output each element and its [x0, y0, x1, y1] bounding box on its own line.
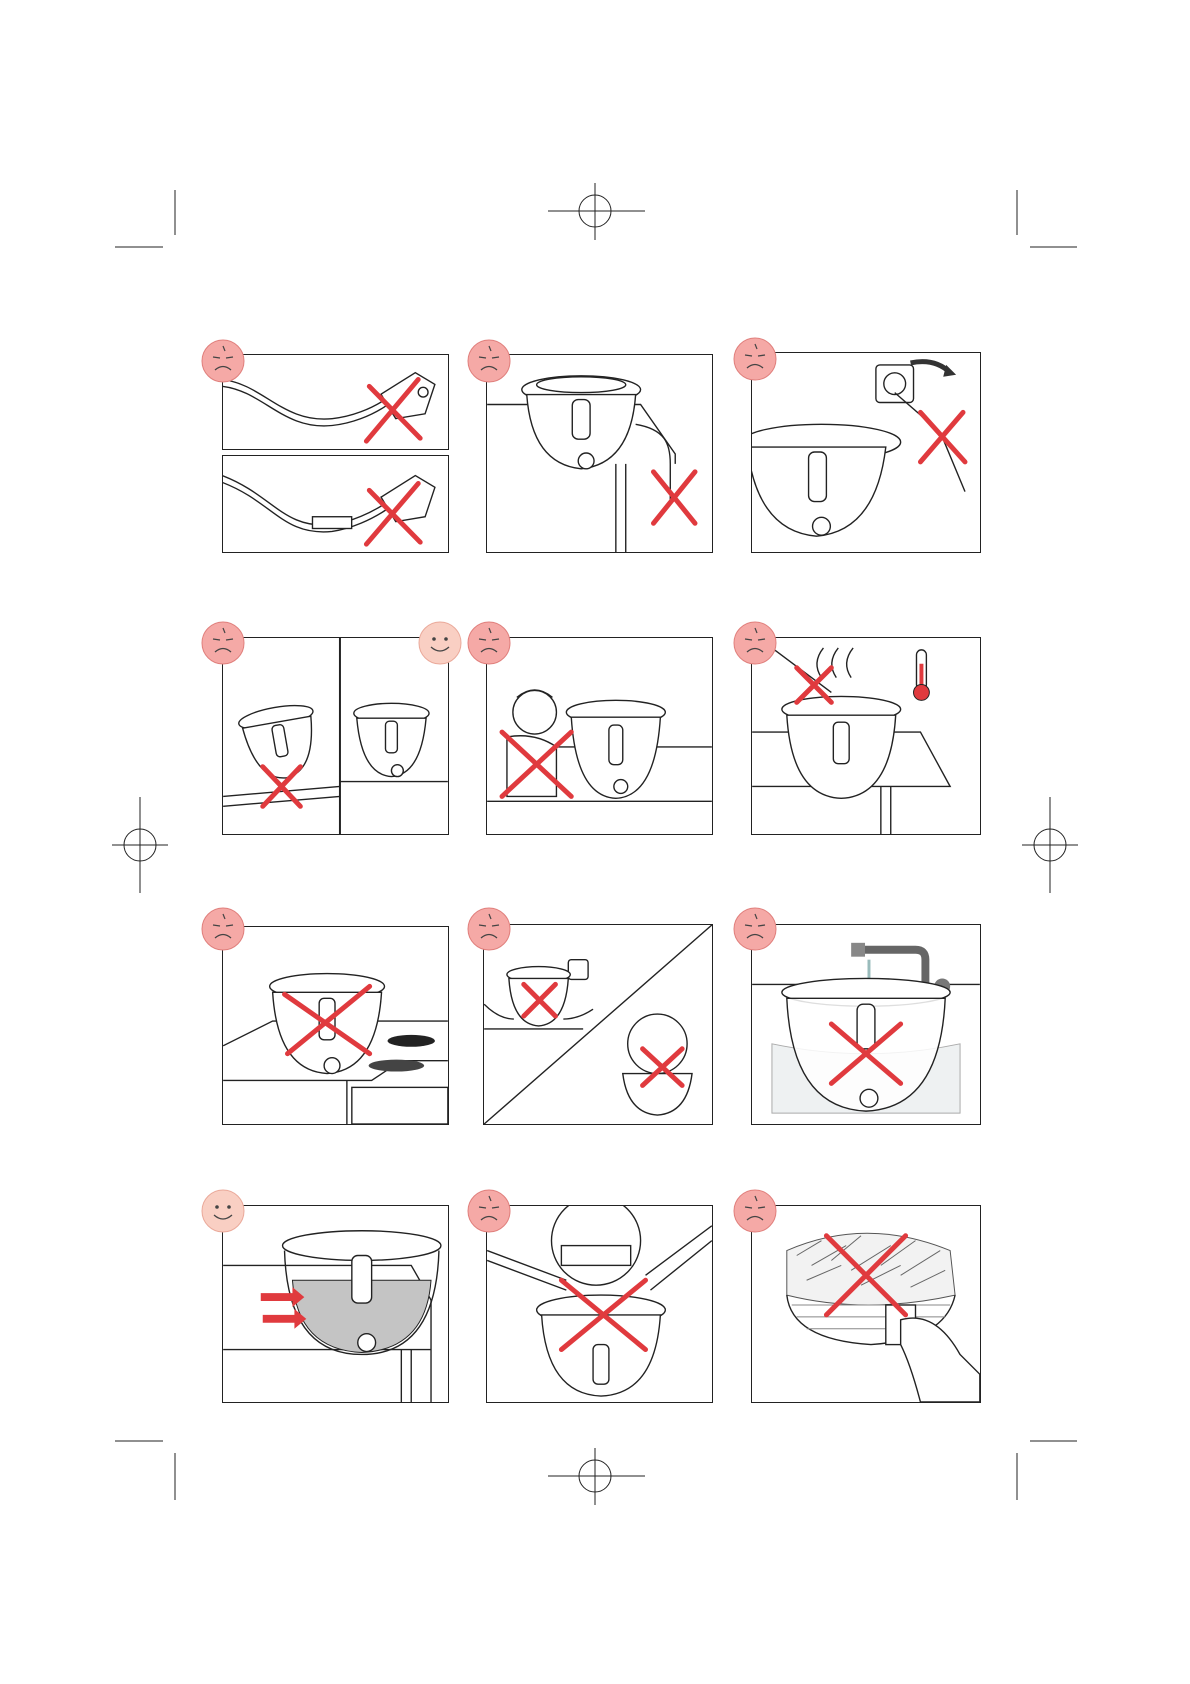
panel-cord-damaged-top	[222, 354, 449, 450]
immerse-in-water-icon	[752, 925, 980, 1124]
wall-socket-icon	[752, 353, 980, 552]
happy-face-icon	[418, 621, 462, 665]
child-near-fryer-icon	[487, 638, 712, 834]
thermometer-icon	[914, 650, 930, 700]
sad-face-icon	[733, 907, 777, 951]
sad-face-icon	[201, 339, 245, 383]
sad-face-icon	[733, 621, 777, 665]
damaged-cord-icon	[223, 355, 448, 449]
sad-face-icon	[467, 907, 511, 951]
overfilled-basket-icon	[752, 1206, 980, 1402]
sad-face-icon	[733, 337, 777, 381]
sad-face-icon	[467, 339, 511, 383]
panel-tilted-vs-level	[222, 637, 449, 835]
panel-unplug-by-cord	[751, 352, 981, 553]
fryer-on-table-icon	[487, 355, 712, 552]
hot-steam-icon	[752, 638, 980, 834]
tilted-surface-icon	[223, 638, 448, 834]
panel-cord-hanging	[486, 354, 713, 553]
move-while-hot-icon	[484, 925, 712, 1124]
panel-child-near-fryer	[486, 637, 713, 835]
panel-near-hob	[222, 926, 449, 1125]
panel-overfilled-basket	[751, 1205, 981, 1403]
sad-face-icon	[467, 1189, 511, 1233]
panel-cord-damaged-bottom	[222, 455, 449, 553]
panel-immerse-in-water	[751, 924, 981, 1125]
sad-face-icon	[201, 907, 245, 951]
sad-face-icon	[733, 1189, 777, 1233]
panel-hot-steam	[751, 637, 981, 835]
panel-fill-level	[222, 1205, 449, 1403]
near-hob-icon	[223, 927, 448, 1124]
panel-move-while-hot	[483, 924, 713, 1125]
damaged-cord-icon	[223, 456, 448, 552]
panel-overfill-food	[486, 1205, 713, 1403]
sad-face-icon	[201, 621, 245, 665]
fill-level-icon	[223, 1206, 448, 1402]
happy-face-icon	[201, 1189, 245, 1233]
overfill-food-icon	[487, 1206, 712, 1402]
sad-face-icon	[467, 621, 511, 665]
